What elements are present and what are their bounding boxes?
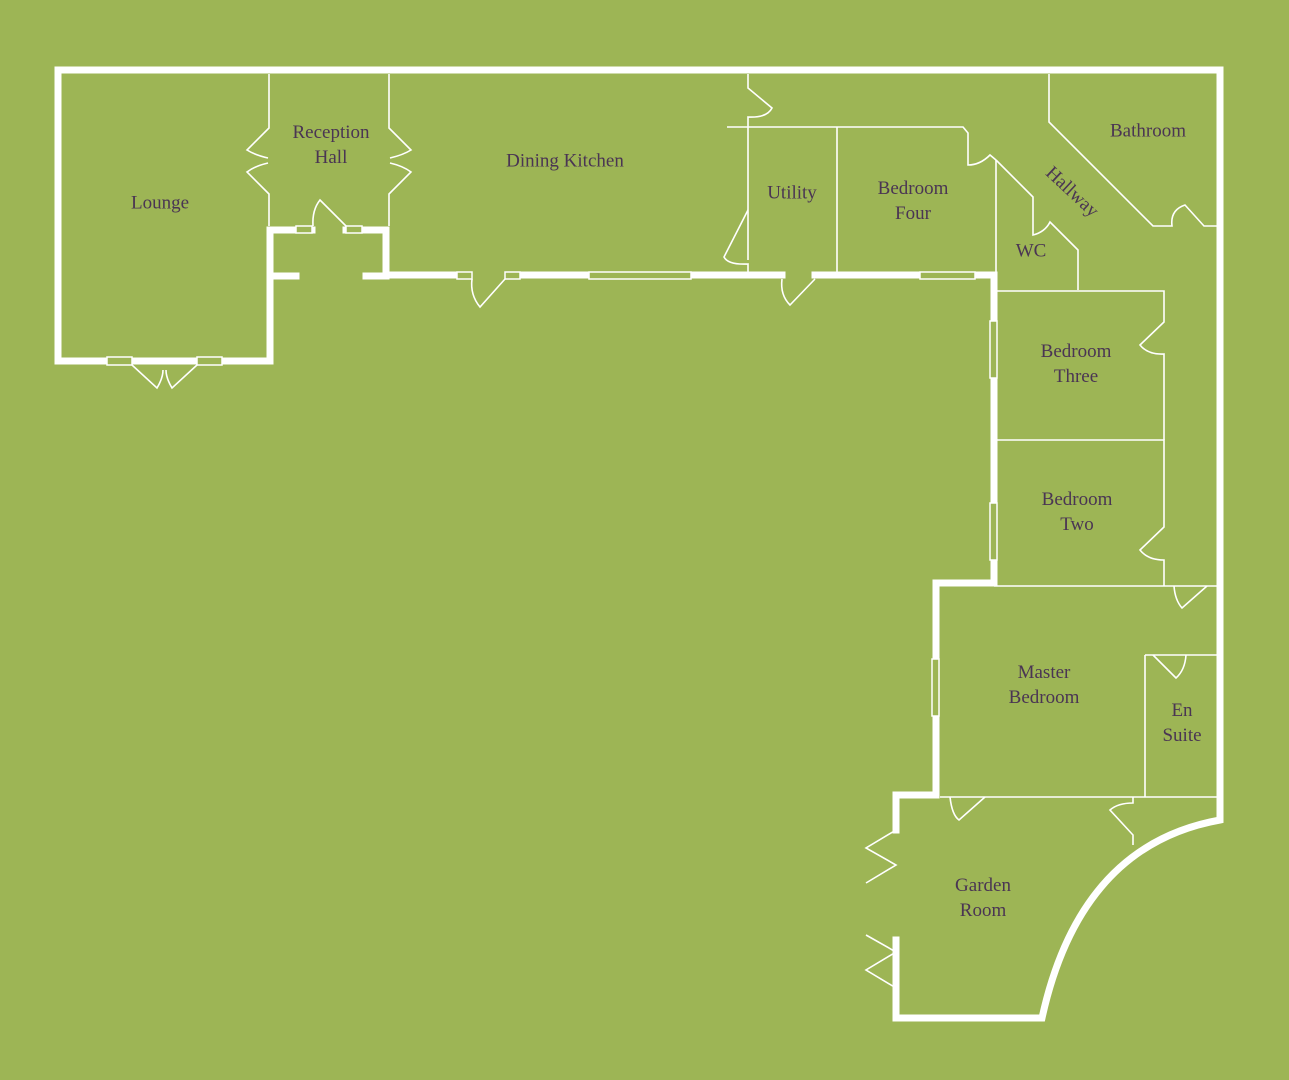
room-name-line2: Three (1053, 366, 1099, 387)
exterior-walls (54, 66, 1224, 1022)
room-label-bedroom-four: Bedroom Four (878, 176, 949, 226)
room-name: Dining Kitchen (506, 150, 624, 172)
room-name: Utility (767, 182, 817, 204)
room-label-reception-hall: Reception Hall (292, 120, 369, 170)
room-name: En (1171, 700, 1193, 721)
room-name: Reception (292, 122, 370, 143)
room-label-master-bedroom: Master Bedroom (1009, 660, 1080, 710)
room-name-line2: Bedroom (1008, 687, 1080, 708)
room-name-line2: Two (1060, 514, 1094, 535)
room-name-line2: Suite (1162, 725, 1202, 746)
room-label-bedroom-two: Bedroom Two (1042, 487, 1113, 537)
room-name: Bathroom (1110, 120, 1186, 142)
room-name: Garden (955, 875, 1011, 896)
room-label-wc: WC (1016, 239, 1047, 264)
room-label-dining-kitchen: Dining Kitchen (506, 149, 624, 174)
room-name: WC (1015, 240, 1047, 262)
room-label-lounge: Lounge (131, 191, 189, 216)
room-name: Bedroom (1041, 489, 1113, 510)
room-name: Bedroom (1040, 341, 1112, 362)
interior-walls (131, 74, 1217, 989)
room-name: Bedroom (877, 178, 949, 199)
room-label-utility: Utility (767, 181, 817, 206)
windows (106, 225, 998, 717)
room-label-bathroom: Bathroom (1110, 119, 1186, 144)
room-name-line2: Room (959, 900, 1007, 921)
room-name-line2: Hall (314, 147, 348, 168)
room-name: Lounge (130, 192, 190, 214)
room-name-line2: Four (895, 203, 931, 224)
room-label-garden-room: Garden Room (955, 873, 1011, 923)
room-label-bedroom-three: Bedroom Three (1041, 339, 1112, 389)
room-name: Master (1017, 662, 1071, 683)
room-label-en-suite: En Suite (1162, 698, 1201, 748)
